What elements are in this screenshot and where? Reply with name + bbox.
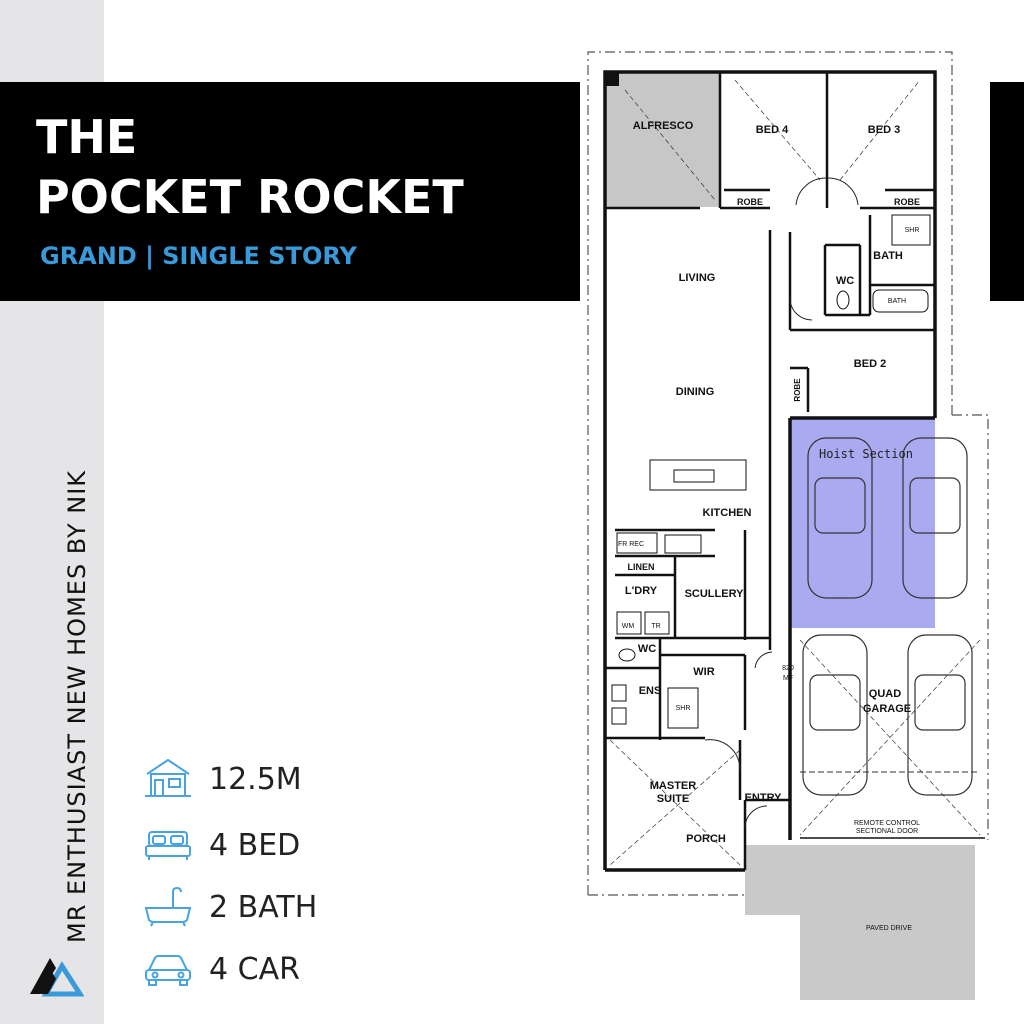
label-ldry: L'DRY [625, 585, 658, 597]
label-paved-drive: PAVED DRIVE [866, 925, 912, 932]
label-bath-tub: BATH [888, 298, 906, 305]
brand-logo-icon [30, 958, 84, 997]
label-entry: ENTRY [745, 792, 783, 804]
label-living: LIVING [679, 272, 716, 284]
brand-vertical-text: MR ENTHUSIAST NEW HOMES BY NIK [63, 469, 91, 943]
label-alfresco: ALFRESCO [633, 120, 694, 132]
label-robe-bed4: ROBE [737, 197, 763, 207]
interior-walls [605, 72, 935, 870]
feature-bed: 4 BED [143, 822, 403, 866]
label-wm: WM [622, 623, 635, 630]
alfresco-area [605, 72, 720, 207]
exterior-walls [603, 70, 937, 872]
label-fr-rec: FR REC [618, 541, 644, 548]
car-icon [145, 955, 191, 986]
bed-icon [145, 831, 191, 860]
label-robe-bed2: ROBE [793, 378, 802, 402]
paved-drive-area [745, 845, 975, 1000]
title-block: THE POCKET ROCKET GRAND | SINGLE STORY [0, 82, 580, 301]
subtitle: GRAND | SINGLE STORY [40, 242, 357, 270]
feature-car-text: 4 CAR [209, 952, 300, 987]
car-outline-2 [902, 437, 968, 599]
fixtures [611, 214, 931, 729]
label-shr: SHR [905, 227, 920, 234]
feature-bath: 2 BATH [143, 884, 403, 928]
label-kitchen: KITCHEN [703, 507, 752, 519]
feature-bath-text: 2 BATH [209, 890, 318, 925]
label-wc-top: WC [836, 275, 854, 287]
floor-plan: ALFRESCO BED 4 BED 3 ROBE ROBE SHR BATH … [587, 51, 989, 1000]
bathtub-icon [144, 886, 192, 927]
label-robe-bed3: ROBE [894, 197, 920, 207]
label-remote-line1: REMOTE CONTROL [854, 820, 920, 827]
label-ens: ENS [639, 685, 662, 697]
label-hoist-section: Hoist Section [819, 447, 913, 461]
feature-frontage: 12.5M [143, 756, 403, 800]
title-line-1: THE [36, 110, 138, 164]
corner-post [605, 72, 619, 86]
door-swings [704, 177, 859, 829]
room-diagonals [609, 79, 981, 866]
label-quad-line2: GARAGE [863, 703, 911, 715]
label-ens-shr: SHR [676, 705, 691, 712]
lot-boundary [587, 51, 989, 896]
label-wc-bottom: WC [638, 643, 656, 655]
label-bed3: BED 3 [868, 124, 900, 136]
label-bed4: BED 4 [756, 124, 789, 136]
label-dining: DINING [676, 386, 715, 398]
label-bath: BATH [873, 250, 903, 262]
label-wir: WIR [693, 666, 714, 678]
label-door-820: 820 [782, 665, 794, 672]
label-master-line2: SUITE [657, 793, 689, 805]
label-bed2: BED 2 [854, 358, 886, 370]
house-icon [145, 758, 191, 797]
feature-bed-text: 4 BED [209, 828, 301, 863]
label-scullery: SCULLERY [685, 588, 745, 600]
title-line-2: POCKET ROCKET [36, 170, 464, 224]
label-porch: PORCH [686, 833, 726, 845]
feature-car: 4 CAR [143, 946, 403, 990]
label-remote-line2: SECTIONAL DOOR [856, 828, 918, 835]
label-master-line1: MASTER [650, 780, 697, 792]
car-outline-4 [907, 634, 973, 796]
label-tr: TR [651, 623, 660, 630]
label-linen: LINEN [628, 562, 655, 572]
right-black-tab [990, 82, 1024, 301]
car-outline-1 [807, 437, 873, 599]
car-outline-3 [802, 634, 868, 796]
label-quad-line1: QUAD [869, 688, 901, 700]
feature-frontage-text: 12.5M [209, 762, 302, 797]
label-door-mf: MF [783, 675, 793, 682]
